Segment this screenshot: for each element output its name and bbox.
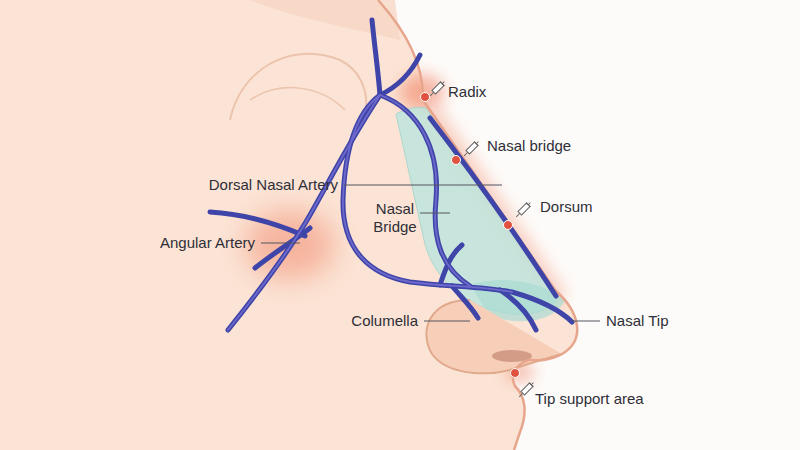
anatomy-label: Radix: [448, 83, 486, 101]
injection-points: [421, 80, 536, 399]
vessel-highlight: [380, 95, 470, 286]
anatomy-label: Dorsal Nasal Artery: [209, 176, 338, 194]
anatomy-label: Nasal Bridge: [373, 200, 416, 236]
leader-line: [572, 321, 600, 322]
eye-lid-line: [250, 88, 345, 110]
anatomy-label: Nasal bridge: [487, 137, 571, 155]
syringe-icon: [462, 140, 480, 158]
vessel: [440, 245, 462, 285]
leader-line: [424, 321, 470, 322]
vessel: [380, 95, 470, 286]
injection-dot: [452, 156, 461, 165]
vessel: [343, 95, 572, 322]
angular-artery: [228, 95, 380, 330]
leader-line: [420, 213, 450, 214]
vessel: [372, 20, 380, 95]
anatomy-label: Nasal Tip: [606, 312, 669, 330]
vessel-highlight: [228, 95, 380, 330]
syringe-icon: [514, 201, 532, 219]
leader-line: [261, 243, 300, 244]
eye-socket-line: [230, 54, 366, 120]
vessel: [255, 228, 310, 268]
leader-line: [344, 185, 502, 186]
vessel: [380, 55, 420, 95]
face-skin: [0, 0, 577, 450]
vessels: [210, 20, 572, 330]
brow-shading: [250, 0, 400, 40]
vessel: [210, 212, 305, 236]
syringe-icon: [428, 80, 446, 98]
leader-lines: [261, 185, 600, 321]
vessel: [500, 290, 536, 330]
nasal-ala: [426, 300, 562, 373]
injection-dot: [511, 369, 520, 378]
vessel: [452, 286, 478, 318]
anatomy-label: Columella: [351, 312, 418, 330]
injection-dot: [504, 221, 513, 230]
vessel-highlight: [343, 95, 512, 292]
syringe-icon: [517, 381, 535, 399]
injection-dot: [421, 93, 430, 102]
anatomy-label: Angular Artery: [160, 234, 255, 252]
anatomy-label: Tip support area: [535, 390, 644, 408]
anatomy-label: Dorsum: [540, 198, 593, 216]
